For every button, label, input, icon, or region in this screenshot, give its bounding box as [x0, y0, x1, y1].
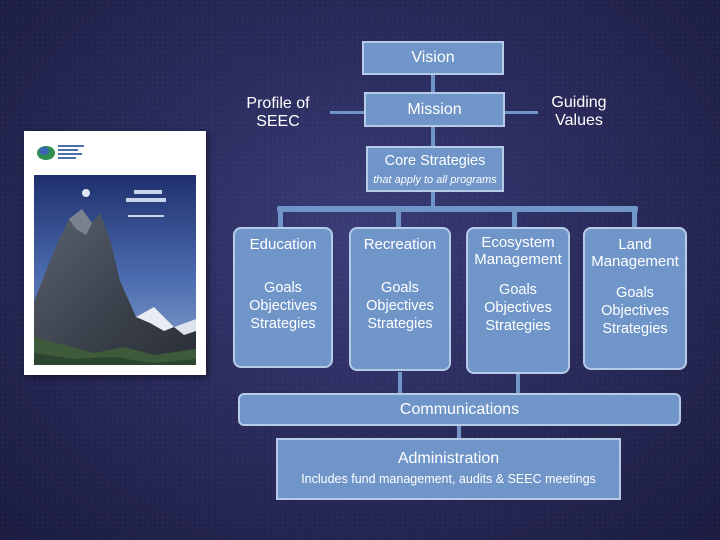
administration-title: Administration	[397, 450, 500, 467]
program-details: Goals Objectives Strategies	[249, 280, 317, 333]
connector-mission-values	[504, 111, 538, 114]
connector-drop-land	[632, 210, 637, 228]
program-title: Ecosystem Management	[474, 234, 562, 268]
connector-comm-admin	[457, 424, 461, 440]
mission-box: Mission	[364, 92, 505, 127]
connector-recreation-comm	[398, 372, 402, 394]
connector-program-bus	[277, 206, 638, 212]
program-title: Education	[249, 236, 317, 253]
connector-drop-education	[278, 210, 283, 228]
program-details: Goals Objectives Strategies	[484, 282, 552, 335]
connector-mission-core	[431, 126, 435, 148]
connector-vision-mission	[431, 75, 435, 95]
program-education: Education Goals Objectives Strategies	[233, 227, 333, 368]
program-details: Goals Objectives Strategies	[366, 280, 434, 333]
connector-drop-ecosystem	[512, 210, 517, 228]
core-strategies-title: Core Strategies	[384, 153, 486, 170]
moon-icon	[82, 189, 90, 197]
program-title: Land Management	[591, 236, 679, 270]
connector-profile-mission	[330, 111, 364, 114]
logo-mark	[37, 145, 84, 160]
connector-core-down	[431, 188, 435, 208]
program-ecosystem-management: Ecosystem Management Goals Objectives St…	[466, 227, 570, 374]
program-title: Recreation	[363, 236, 437, 253]
cover-illustration	[32, 137, 198, 369]
administration-box: Administration Includes fund management,…	[276, 438, 621, 500]
administration-subtitle: Includes fund management, audits & SEEC …	[301, 471, 596, 486]
profile-label: Profile of SEEC	[246, 95, 310, 131]
guiding-values-label: Guiding Values	[551, 94, 607, 130]
core-strategies-subtitle: that apply to all programs	[373, 173, 497, 186]
connector-drop-recreation	[396, 210, 401, 228]
mission-label: Mission	[407, 100, 462, 118]
core-strategies-box: Core Strategies that apply to all progra…	[366, 146, 504, 192]
vision-box: Vision	[362, 41, 504, 75]
strategic-plan-cover-image	[24, 131, 206, 375]
vision-label: Vision	[411, 49, 455, 66]
connector-ecosystem-comm	[516, 374, 520, 394]
communications-label: Communications	[399, 400, 520, 418]
program-details: Goals Objectives Strategies	[601, 285, 669, 338]
communications-box: Communications	[238, 393, 681, 426]
program-land-management: Land Management Goals Objectives Strateg…	[583, 227, 687, 370]
program-recreation: Recreation Goals Objectives Strategies	[349, 227, 451, 371]
